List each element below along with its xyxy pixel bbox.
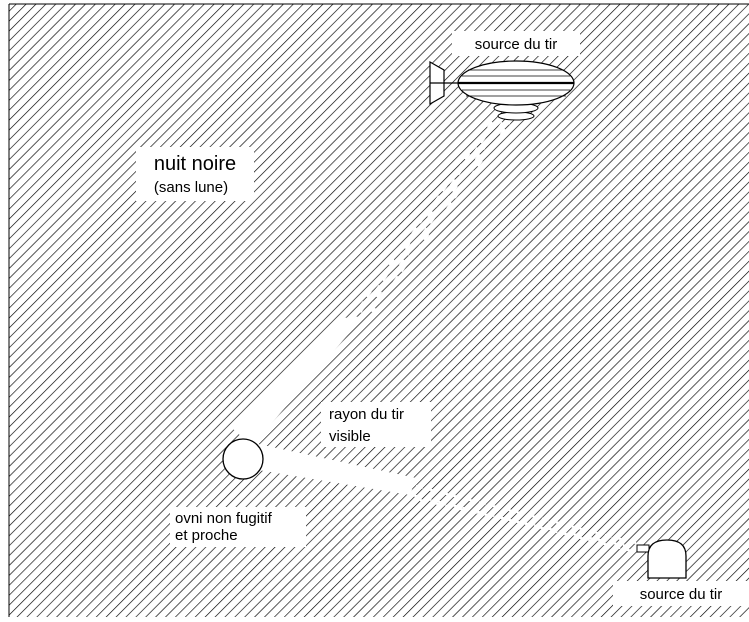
night-label-box (136, 147, 254, 201)
top-source-label: source du tir (475, 36, 558, 53)
ufo-icon (222, 438, 264, 480)
night-title: nuit noire (154, 153, 236, 175)
ufo-label-line2: et proche (175, 527, 238, 544)
airship-icon (429, 60, 575, 121)
lower-ray-faint (411, 484, 641, 553)
ray-label-box (321, 402, 431, 447)
ray-label-line2: visible (329, 428, 371, 445)
upper-ray-visible (232, 316, 364, 446)
bottom-source-label: source du tir (640, 586, 723, 603)
night-sky-background (9, 4, 749, 617)
ufo-label-box (170, 507, 306, 547)
cannon-icon (636, 539, 687, 579)
bottom-source-label-box (613, 581, 749, 606)
upper-ray-faint (345, 107, 521, 327)
top-source-label-box (452, 31, 580, 56)
night-subtitle: (sans lune) (154, 179, 228, 196)
ray-label-line1: rayon du tir (329, 406, 404, 423)
lower-ray-visible (258, 444, 416, 495)
ufo-label-line1: ovni non fugitif (175, 510, 273, 527)
